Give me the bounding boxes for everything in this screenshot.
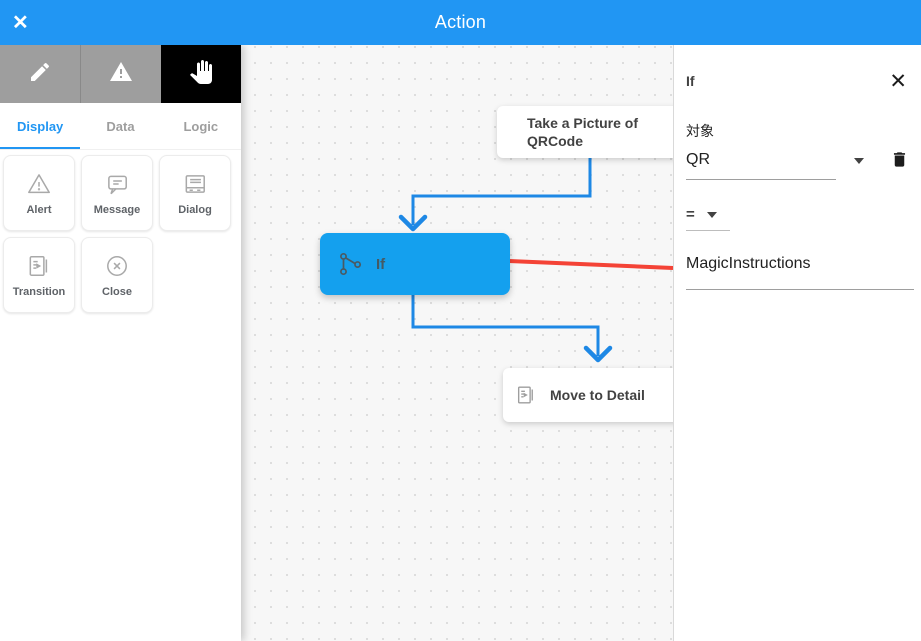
palette-item-label: Transition xyxy=(12,285,66,298)
delete-condition-button[interactable] xyxy=(890,149,909,175)
palette-item-label: Message xyxy=(93,203,141,216)
close-circle-icon xyxy=(104,253,130,279)
properties-panel: If ✕ 対象 QR = MagicInstructions xyxy=(673,45,921,641)
palette-item-message[interactable]: Message xyxy=(81,155,153,231)
palette-item-label: Close xyxy=(102,285,132,298)
transition-page-icon xyxy=(26,253,52,279)
sidebar-tabs: Display Data Logic xyxy=(0,103,241,150)
tab-display[interactable]: Display xyxy=(0,103,81,149)
node-label: If xyxy=(376,255,386,273)
comparison-value-input[interactable]: MagicInstructions xyxy=(686,255,914,290)
tab-data-label: Data xyxy=(106,118,135,134)
mode-toolbar xyxy=(0,45,241,103)
panel-title: If xyxy=(686,73,695,89)
edit-tool-button[interactable] xyxy=(0,45,80,103)
flow-connectors xyxy=(398,158,673,363)
transition-page-icon xyxy=(515,384,537,406)
flow-canvas[interactable]: Take a Picture of QRCode If Move to Deta… xyxy=(241,45,673,641)
target-field-label: 対象 xyxy=(686,123,714,139)
palette-item-transition[interactable]: Transition xyxy=(3,237,75,313)
close-window-button[interactable]: ✕ xyxy=(12,0,44,45)
node-take-picture[interactable]: Take a Picture of QRCode xyxy=(497,106,673,158)
branch-icon xyxy=(337,251,363,277)
operator-value: = xyxy=(686,206,695,223)
dialog-window-icon xyxy=(182,171,208,197)
node-if[interactable]: If xyxy=(320,233,510,295)
trash-icon xyxy=(890,152,909,174)
alert-tool-button[interactable] xyxy=(80,45,161,103)
page-title: Action xyxy=(434,12,487,32)
pan-tool-button[interactable] xyxy=(161,45,241,103)
chevron-down-icon xyxy=(706,211,717,218)
node-label: Move to Detail xyxy=(550,387,645,403)
palette-item-label: Dialog xyxy=(178,203,212,216)
chevron-down-icon[interactable] xyxy=(854,158,864,164)
hand-icon xyxy=(189,59,213,89)
palette-item-label: Alert xyxy=(26,203,52,216)
warning-triangle-icon xyxy=(109,60,133,89)
tab-logic-label: Logic xyxy=(183,118,219,134)
sidebar: Display Data Logic Alert Message xyxy=(0,45,241,641)
operator-select[interactable]: = xyxy=(686,206,730,231)
title-bar: ✕ Action xyxy=(0,0,921,45)
pencil-icon xyxy=(28,60,52,89)
palette-item-close[interactable]: Close xyxy=(81,237,153,313)
panel-close-button[interactable]: ✕ xyxy=(889,70,913,93)
component-palette: Alert Message Dialog Transition xyxy=(0,150,241,316)
target-select-value: QR xyxy=(686,151,710,168)
palette-item-dialog[interactable]: Dialog xyxy=(159,155,231,231)
tab-display-label: Display xyxy=(17,118,64,134)
node-label: Take a Picture of QRCode xyxy=(527,115,639,149)
alert-triangle-icon xyxy=(26,171,52,197)
target-select[interactable]: QR xyxy=(686,151,836,180)
close-icon: ✕ xyxy=(889,70,907,93)
palette-item-alert[interactable]: Alert xyxy=(3,155,75,231)
message-bubble-icon xyxy=(104,171,130,197)
tab-data[interactable]: Data xyxy=(80,103,160,149)
tab-logic[interactable]: Logic xyxy=(161,103,241,149)
node-move-to-detail[interactable]: Move to Detail xyxy=(503,368,673,422)
close-icon: ✕ xyxy=(12,12,29,34)
comparison-value: MagicInstructions xyxy=(686,255,811,272)
